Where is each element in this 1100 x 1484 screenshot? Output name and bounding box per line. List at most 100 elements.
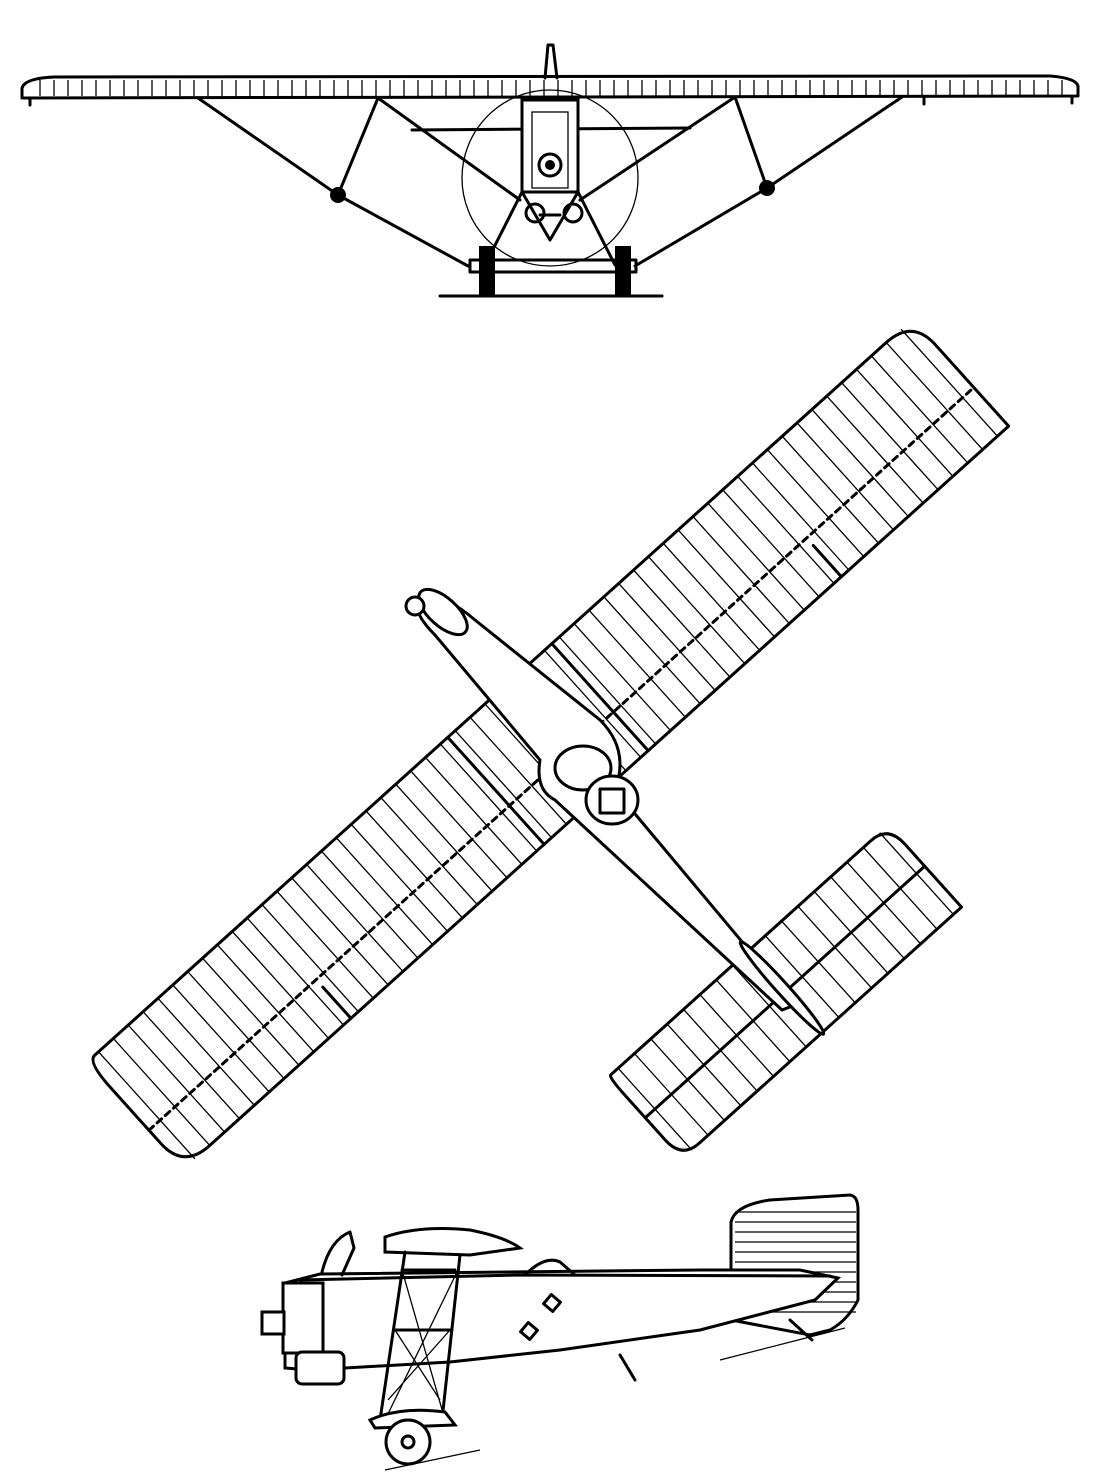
aileron-hinges <box>321 543 843 1020</box>
top-wing-rib <box>261 904 359 1013</box>
top-wing-rib <box>439 743 538 852</box>
top-wing-rib <box>469 716 567 825</box>
top-wing-rib <box>157 997 255 1106</box>
top-wing-rib <box>766 449 865 558</box>
wheel-hub <box>400 1434 416 1450</box>
top-wing-rib <box>707 502 805 611</box>
right-wing-pod <box>759 180 775 196</box>
top-wing-rib <box>796 422 894 531</box>
right-main-wheel <box>615 246 631 296</box>
side-window-2 <box>519 1321 539 1341</box>
top-wing-rib <box>811 409 909 517</box>
top-wing-rib <box>647 556 746 665</box>
top-wing-rib <box>320 850 419 959</box>
top-wing-rib <box>885 342 984 450</box>
top-tailplane <box>609 832 964 1152</box>
top-wing-rib <box>692 516 790 624</box>
wing-center-section <box>446 642 650 846</box>
engine-nose <box>417 587 469 637</box>
side-view <box>260 1193 860 1471</box>
top-wing-rib <box>112 1038 211 1146</box>
outer-struts <box>196 95 904 197</box>
strut-bracing <box>384 1269 459 1421</box>
side-upper-wing <box>383 1227 524 1257</box>
top-wing-rib <box>410 770 508 879</box>
top-wing-rib <box>425 756 523 865</box>
top-wing-rib <box>752 462 850 571</box>
front-fin <box>543 43 559 80</box>
top-wing-rib <box>454 730 553 839</box>
top-wing-rib <box>900 328 998 437</box>
front-upper-wing <box>20 74 1080 100</box>
top-wing-rib <box>172 984 270 1093</box>
top-wing-rib <box>841 382 939 491</box>
top-wing-rib <box>142 1011 240 1120</box>
top-spinner <box>404 595 426 617</box>
top-wing-rib <box>662 542 761 651</box>
wingtip-markers <box>28 94 1074 107</box>
top-wing-rib <box>365 810 463 919</box>
radiator <box>294 1350 346 1386</box>
top-wing-rib <box>856 368 954 477</box>
left-wing-pod <box>330 187 346 203</box>
top-wing-rib <box>737 475 835 584</box>
front-wing-ribs <box>39 80 1063 96</box>
front-view <box>20 43 1080 298</box>
top-wing-rib <box>870 355 969 464</box>
engine-exhaust <box>320 1230 356 1277</box>
top-wing-rib <box>98 1051 196 1160</box>
cockpit-coaming <box>523 1258 577 1277</box>
top-wing-rib <box>677 529 776 638</box>
right-wheel-hub <box>562 202 584 224</box>
top-wing-rib <box>633 569 731 678</box>
top-wing-rib <box>380 797 478 906</box>
top-wing-rib <box>231 930 330 1039</box>
side-ground-line <box>384 1327 846 1471</box>
top-wing-rib <box>306 864 404 972</box>
propeller-hub <box>537 152 563 178</box>
landing-gear-legs <box>483 190 617 267</box>
cabane-struts <box>376 95 737 202</box>
lower-wing-spars <box>336 186 769 268</box>
top-wing-rib <box>246 917 344 1026</box>
top-fin-rudder <box>738 940 826 1036</box>
side-spinner <box>260 1310 286 1336</box>
front-fuselage <box>520 98 580 194</box>
top-wing-rib <box>603 596 701 705</box>
side-struts <box>378 1250 462 1422</box>
left-wheel-hub <box>524 202 546 224</box>
top-view <box>91 328 1011 1160</box>
top-wing-rib <box>543 649 642 758</box>
top-wing-rib <box>588 609 686 718</box>
engine-cowl-outline <box>531 111 569 189</box>
side-main-wheel <box>384 1418 432 1466</box>
rear-cockpit <box>584 774 640 826</box>
axle-beam <box>468 258 638 274</box>
side-engine-cowl <box>281 1281 325 1355</box>
top-wing-rib <box>216 944 315 1053</box>
propeller-disc <box>461 89 639 267</box>
left-main-wheel <box>479 246 495 296</box>
top-wing-rib <box>202 957 300 1066</box>
top-wing-rib <box>276 890 374 999</box>
belly-aerial <box>618 1353 637 1382</box>
top-wing-rib <box>826 395 924 504</box>
cockpit-hatch <box>598 787 626 815</box>
top-wing-rib <box>291 877 389 986</box>
top-wing-rib <box>395 783 493 892</box>
top-wing-rib <box>187 971 285 1079</box>
top-wing-rib <box>335 837 434 946</box>
top-wing-rib <box>722 489 820 598</box>
top-wing-rib <box>127 1024 226 1133</box>
top-wing-rib <box>350 823 449 932</box>
tail-skid <box>788 1318 814 1342</box>
top-wing-rib <box>573 623 671 732</box>
side-longeron <box>298 1273 832 1282</box>
top-wing-rib <box>618 582 716 691</box>
top-wing-rib <box>558 636 657 745</box>
spinner-center <box>545 160 555 170</box>
inner-struts <box>336 95 769 197</box>
side-window-1 <box>542 1293 562 1313</box>
